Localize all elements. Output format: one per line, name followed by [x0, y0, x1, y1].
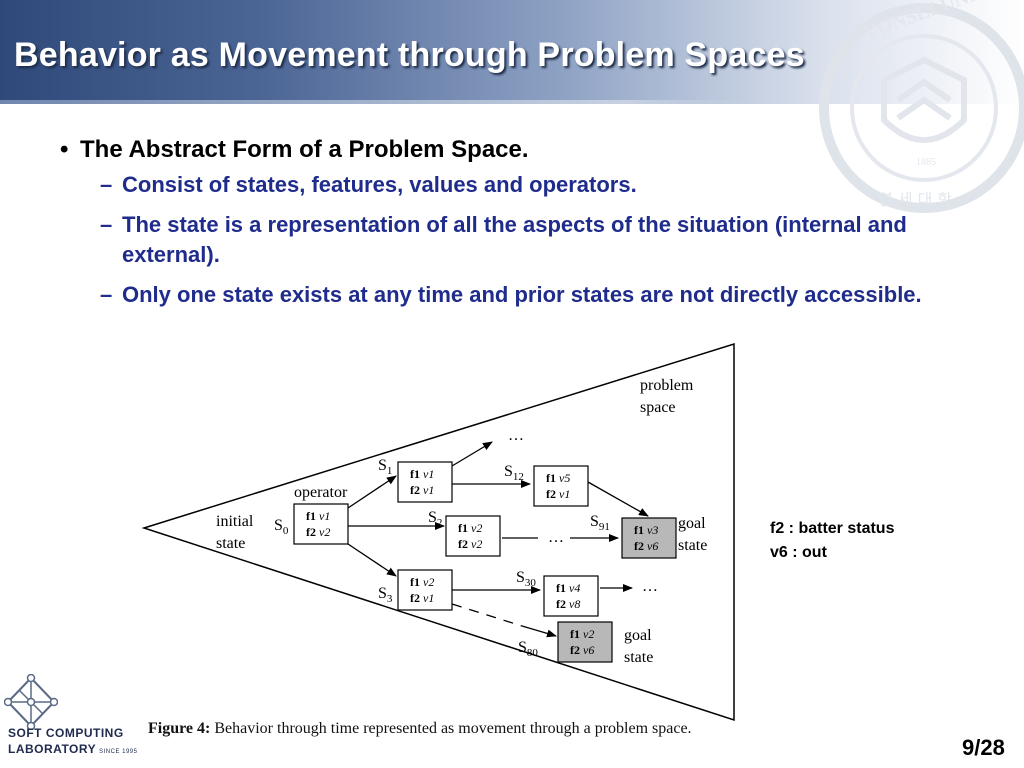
- goal-label: goal: [624, 627, 652, 644]
- lab-name-line1: SOFT COMPUTING: [8, 726, 124, 740]
- feature-value-f2: f2 v6: [570, 643, 594, 657]
- state-node-s1: f1 v1 f2 v1 S1: [378, 457, 453, 503]
- state-box: [397, 461, 453, 503]
- state-label-s0: S0: [274, 517, 289, 537]
- feature-value-f2: f2 v8: [556, 597, 580, 611]
- state-box: [543, 575, 599, 617]
- state-box: [397, 569, 453, 611]
- sub-bullet-text: Only one state exists at any time and pr…: [122, 282, 922, 307]
- state-node-s12: f1 v5 f2 v1 S12: [504, 463, 589, 507]
- lab-name-text: LABORATORY: [8, 742, 97, 756]
- state-node-s91: f1 v3 f2 v6 S91: [590, 513, 677, 559]
- state-node-s2: f1 v2 f2 v2 S2: [428, 509, 501, 557]
- dash-marker: –: [100, 212, 113, 237]
- state-node-s80: f1 v2 f2 v6 S80: [518, 621, 613, 663]
- feature-value-f1: f1 v1: [410, 467, 434, 481]
- feature-value-f2: f2 v6: [634, 539, 658, 553]
- university-seal: YONSEI UNIVERSITY 1885 연 세 대 학: [819, 0, 1024, 213]
- initial-state-label: state: [216, 535, 245, 552]
- note-line: v6 : out: [770, 544, 827, 561]
- ellipsis-label: …: [548, 529, 564, 546]
- feature-value-f2: f2 v2: [458, 537, 482, 551]
- feature-value-f1: f1 v4: [556, 581, 580, 595]
- sub-bullet: – Only one state exists at any time and …: [100, 280, 940, 310]
- state-node-s0: f1 v1 f2 v2 S0: [274, 503, 349, 545]
- feature-value-f2: f2 v1: [410, 483, 434, 497]
- ellipsis-label: …: [508, 427, 524, 444]
- feature-value-f2: f2 v1: [410, 591, 434, 605]
- feature-value-f1: f1 v2: [410, 575, 434, 589]
- feature-value-f1: f1 v5: [546, 471, 570, 485]
- bullet-marker: •: [60, 136, 69, 163]
- sub-bullet: – The state is a representation of all t…: [100, 210, 940, 270]
- state-box: [533, 465, 589, 507]
- state-label-s80: S80: [518, 639, 538, 659]
- initial-label: initial: [216, 513, 254, 530]
- lab-since: SINCE 1995: [99, 749, 138, 755]
- goal-state-label: state: [624, 649, 653, 666]
- title-underline: [0, 100, 780, 104]
- seal-korean: 연 세 대 학: [878, 190, 952, 209]
- space-label: space: [640, 399, 676, 416]
- state-label-s2: S2: [428, 509, 442, 529]
- problem-label: problem: [640, 377, 694, 394]
- problem-space-triangle: [141, 342, 735, 722]
- state-node-s30: f1 v4 f2 v8 S30: [516, 569, 599, 617]
- state-box: [621, 517, 677, 559]
- operator-arrows: [347, 441, 649, 638]
- sub-bullet-text: Consist of states, features, values and …: [122, 172, 637, 197]
- feature-value-f1: f1 v2: [458, 521, 482, 535]
- sub-bullet: – Consist of states, features, values an…: [100, 170, 940, 200]
- state-label-s30: S30: [516, 569, 536, 589]
- bullet-list: • The Abstract Form of a Problem Space. …: [60, 136, 940, 310]
- operator-label: operator: [294, 484, 348, 501]
- figure-caption: Figure 4: Behavior through time represen…: [148, 720, 692, 738]
- state-label-s1: S1: [378, 457, 392, 477]
- feature-value-f1: f1 v3: [634, 523, 658, 537]
- state-label-s91: S91: [590, 513, 610, 533]
- note-line: f2 : batter status: [770, 520, 895, 537]
- page-number: 9/28: [962, 735, 1005, 760]
- lab-logo-icon: [4, 674, 58, 730]
- dash-marker: –: [100, 172, 113, 197]
- page-title: Behavior as Movement through Problem Spa…: [14, 36, 805, 74]
- feature-value-f2: f2 v1: [546, 487, 570, 501]
- state-box: [445, 515, 501, 557]
- state-label-s12: S12: [504, 463, 524, 483]
- state-label-s3: S3: [378, 585, 393, 605]
- caption-text: Behavior through time represented as mov…: [214, 720, 692, 737]
- state-node-s3: f1 v2 f2 v1 S3: [378, 569, 453, 611]
- goal-state-label: state: [678, 537, 707, 554]
- feature-value-f2: f2 v2: [306, 525, 330, 539]
- feature-value-f1: f1 v1: [306, 509, 330, 523]
- legend-note: f2 : batter status v6 : out: [770, 517, 894, 565]
- caption-label: Figure 4:: [148, 720, 211, 737]
- dash-marker: –: [100, 282, 113, 307]
- goal-label: goal: [678, 515, 706, 532]
- ellipsis-label: …: [642, 578, 658, 595]
- main-bullet: • The Abstract Form of a Problem Space.: [60, 136, 940, 164]
- state-box: [293, 503, 349, 545]
- state-box: [557, 621, 613, 663]
- problem-space-diagram: problem space operator initial state goa…: [141, 342, 735, 722]
- feature-value-f1: f1 v2: [570, 627, 594, 641]
- seal-year: 1885: [916, 157, 936, 168]
- sub-bullet-text: The state is a representation of all the…: [122, 212, 907, 267]
- main-bullet-text: The Abstract Form of a Problem Space.: [80, 136, 529, 163]
